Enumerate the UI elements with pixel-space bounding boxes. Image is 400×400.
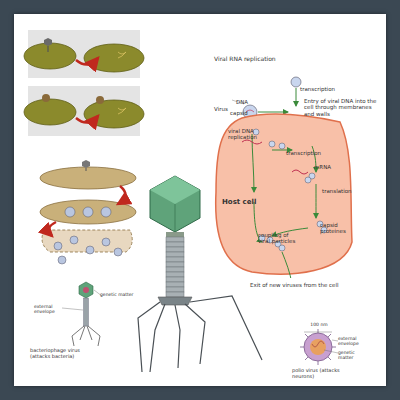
- annotation-label: genetic matter: [100, 292, 135, 297]
- annotation-label: capsid proteines: [320, 222, 354, 235]
- annotation-label: Exit of new viruses from the cell: [250, 282, 350, 288]
- annotation-label: polio virus (attacks neurons): [292, 368, 352, 380]
- annotation-label: DNA: [236, 99, 256, 105]
- annotation-label: coupling of viral particles: [258, 232, 298, 245]
- annotation-label: capsid: [230, 110, 255, 116]
- annotation-label: Entry of viral DNA into the cell through…: [304, 98, 382, 117]
- annotation-label: mRNA: [314, 164, 344, 170]
- annotation-label: external envelope: [338, 336, 368, 346]
- annotation-label: bacteriophage virus (attacks bacteria): [30, 348, 100, 360]
- annotation-label: genetic matter: [338, 350, 368, 360]
- annotation-label: external envelope: [34, 304, 64, 314]
- annotation-label: translation: [322, 188, 362, 194]
- node-title: Host cell: [222, 198, 256, 206]
- annotation-label: Viral RNA replication: [214, 56, 284, 63]
- annotation-label: transcription: [300, 86, 350, 92]
- annotation-label: viral DNA replication: [228, 128, 268, 141]
- annotation-label: transcription: [286, 150, 336, 156]
- annotation-label: 100 nm: [304, 322, 334, 327]
